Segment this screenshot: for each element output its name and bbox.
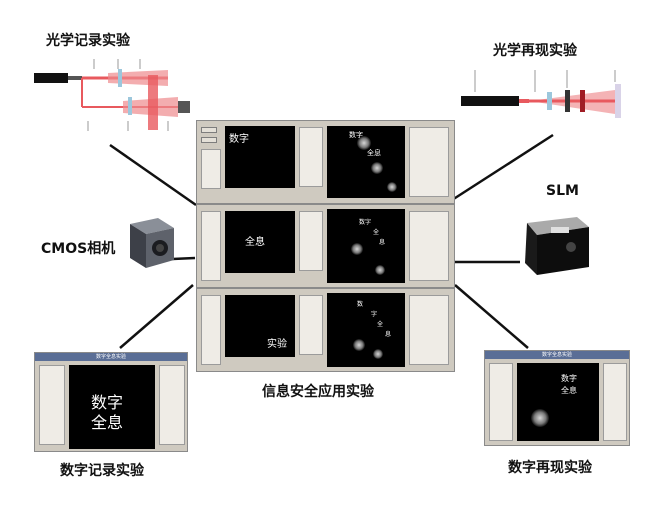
- row2-mid-controls[interactable]: [299, 211, 323, 271]
- digital-record-text-2: 全息: [91, 413, 124, 432]
- slm-label: SLM: [546, 183, 579, 199]
- line-optical-reproduce: [451, 133, 554, 202]
- row1-input-screen: 数字: [225, 126, 295, 188]
- row2-input-screen: 全息: [225, 211, 295, 273]
- optical-record-title: 光学记录实验: [46, 33, 130, 49]
- slm-device-image: [525, 217, 589, 275]
- digital-record-screen: 数字 全息: [69, 365, 155, 449]
- row3-speckle-label-3: 全: [377, 321, 384, 328]
- row2-speckle-label-2: 全: [373, 229, 380, 236]
- digital-reproduce-text-1: 数字: [561, 374, 577, 383]
- row3-screen-text: 实验: [267, 339, 287, 350]
- digital-record-titlebar: 数字全息实验: [35, 353, 187, 361]
- row2-speckle-label-1: 数字: [359, 219, 372, 226]
- digital-reproduce-text-2: 全息: [561, 386, 577, 395]
- row3-output-screen: 数 字 全 息: [327, 293, 405, 367]
- line-digital-reproduce: [454, 284, 529, 349]
- row1-screen-text: 数字: [229, 134, 249, 145]
- software-row-2: 全息 数字 全 息: [196, 204, 455, 288]
- digital-reproduce-spot: [531, 409, 549, 427]
- row1-speckle-label-2: 全息: [367, 149, 381, 157]
- digital-record-label: 数字记录实验: [60, 463, 144, 479]
- row1-right-controls[interactable]: [409, 127, 449, 197]
- row1-spot-b: [371, 162, 383, 174]
- row1-left-controls[interactable]: [201, 149, 221, 189]
- row1-output-screen: 数字 全息: [327, 126, 405, 198]
- cmos-label: CMOS相机: [41, 241, 116, 257]
- row1-button-b[interactable]: [201, 137, 217, 143]
- row3-mid-controls[interactable]: [299, 295, 323, 355]
- row2-spot-b: [375, 265, 385, 275]
- optical-record-setup: [34, 59, 190, 131]
- digital-reproduce-left-controls[interactable]: [489, 363, 513, 441]
- line-digital-record: [119, 284, 194, 349]
- line-optical-record: [109, 143, 197, 207]
- software-row-3: 实验 数 字 全 息: [196, 288, 455, 372]
- row3-spot-b: [373, 349, 383, 359]
- digital-record-left-controls[interactable]: [39, 365, 65, 445]
- row3-right-controls[interactable]: [409, 295, 449, 365]
- row2-speckle-label-3: 息: [379, 239, 386, 246]
- row3-speckle-label-1: 数: [357, 301, 364, 308]
- row1-spot-a: [357, 136, 371, 150]
- row2-screen-text: 全息: [245, 237, 265, 248]
- digital-reproduce-label: 数字再现实验: [508, 460, 592, 476]
- row2-spot-a: [351, 243, 363, 255]
- digital-reproduce-window: 数字全息实验 数字 全息: [484, 350, 630, 446]
- row2-right-controls[interactable]: [409, 211, 449, 281]
- row1-speckle-label-1: 数字: [349, 131, 363, 139]
- software-row-1: 数字 数字 全息: [196, 120, 455, 204]
- row3-speckle-label-4: 息: [385, 331, 392, 338]
- row3-speckle-label-2: 字: [371, 311, 378, 318]
- info-security-label: 信息安全应用实验: [262, 384, 374, 400]
- row2-output-screen: 数字 全 息: [327, 209, 405, 283]
- row1-mid-controls[interactable]: [299, 127, 323, 187]
- optical-reproduce-title: 光学再现实验: [493, 43, 577, 59]
- row1-spot-c: [387, 182, 397, 192]
- row3-spot-a: [353, 339, 365, 351]
- row2-left-controls[interactable]: [201, 211, 221, 281]
- digital-reproduce-screen: 数字 全息: [517, 363, 599, 441]
- cmos-camera-image: [130, 218, 174, 268]
- digital-record-window: 数字全息实验 数字 全息: [34, 352, 188, 452]
- digital-record-right-controls[interactable]: [159, 365, 185, 445]
- digital-record-text-1: 数字: [91, 393, 124, 412]
- info-security-software: 数字 数字 全息 全息 数字 全 息 实验: [196, 120, 455, 372]
- digital-reproduce-titlebar: 数字全息实验: [485, 351, 629, 359]
- row1-button-a[interactable]: [201, 127, 217, 133]
- digital-record-window-title: 数字全息实验: [95, 354, 126, 360]
- row3-input-screen: 实验: [225, 295, 295, 357]
- digital-reproduce-right-controls[interactable]: [603, 363, 627, 441]
- row3-left-controls[interactable]: [201, 295, 221, 365]
- optical-reproduce-setup: [461, 70, 621, 118]
- digital-reproduce-window-title: 数字全息实验: [541, 352, 572, 358]
